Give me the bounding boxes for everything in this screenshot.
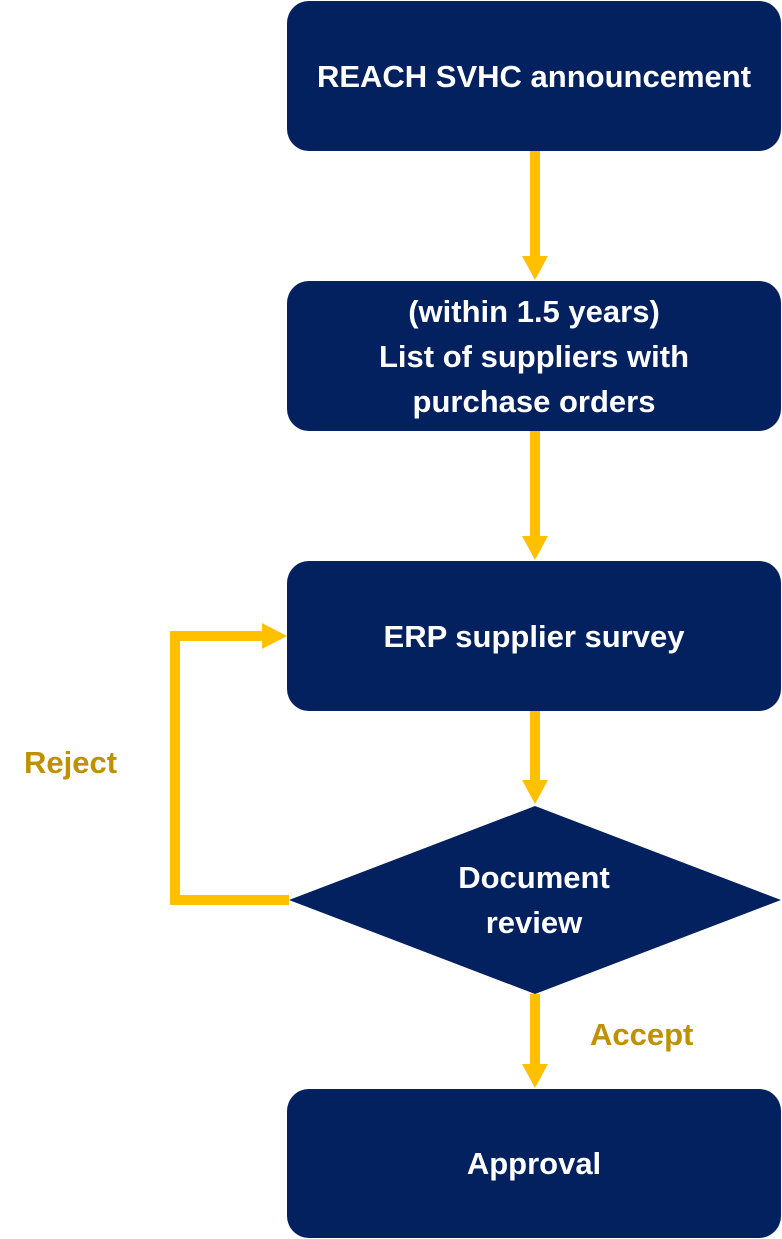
node-supplier-list: (within 1.5 years) List of suppliers wit… [287, 281, 781, 431]
node-text-line: ERP supplier survey [383, 618, 685, 654]
node-text-line: review [485, 905, 583, 940]
node-document-review-label: Document review [434, 855, 634, 945]
edge-label-reject: Reject [24, 745, 118, 780]
node-text-line: Document [458, 860, 610, 895]
arrow-survey-to-review [522, 711, 548, 804]
arrow-list-to-survey [522, 431, 548, 560]
arrow-review-reject-loop [170, 623, 289, 905]
node-text-line: Approval [466, 1146, 602, 1181]
arrow-announcement-to-list [522, 151, 548, 280]
node-reach-svhc-announcement: REACH SVHC announcement [287, 1, 781, 151]
node-text-line: REACH SVHC announcement [316, 58, 752, 94]
edge-label-accept: Accept [590, 1017, 694, 1052]
node-approval: Approval [287, 1089, 781, 1238]
review-decision-diamond [289, 806, 781, 994]
node-erp-supplier-survey: ERP supplier survey [287, 561, 781, 711]
node-text-line: (within 1.5 years) [408, 293, 660, 329]
arrow-review-to-approval [522, 994, 548, 1088]
node-text-line: List of suppliers with [378, 338, 689, 374]
node-text-line: purchase orders [412, 383, 656, 419]
